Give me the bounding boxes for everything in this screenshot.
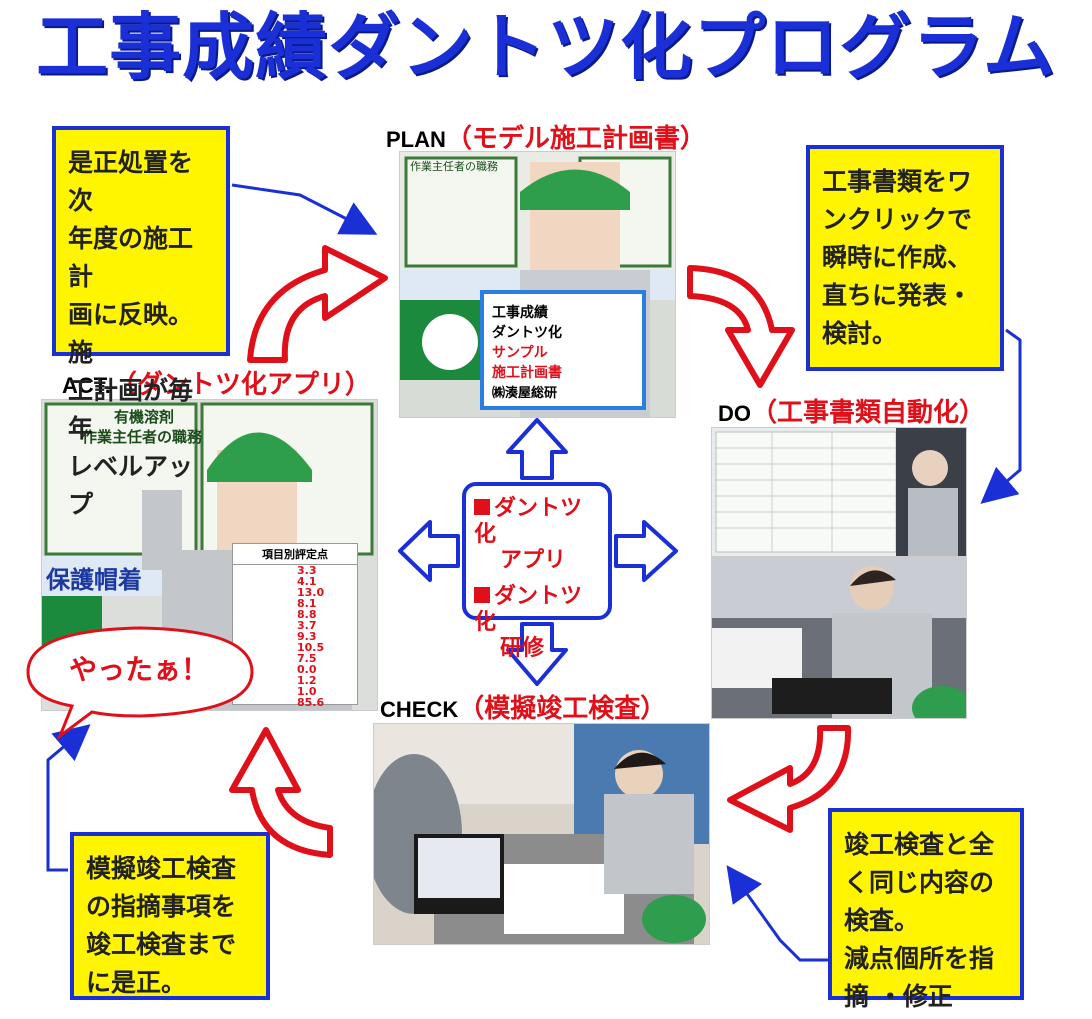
plan-sign-text: 作業主任者の職務	[410, 160, 498, 173]
act-banner: 保護帽着	[46, 566, 142, 594]
note-bottom-right: 竣工検査と全 く同じ内容の 検査。 減点個所を指 摘 ・修正	[828, 808, 1024, 1011]
note-top-right: 工事書類をワ ンクリックで 瞬時に作成、 直ちに発表・ 検討。	[806, 145, 1004, 371]
act-sign-line: 作業主任者の職務	[82, 428, 203, 446]
act-sign-line: 有機溶剤	[114, 408, 175, 426]
red-arrow-check-to-act	[229, 727, 333, 858]
note-line: 減点個所を指	[844, 944, 995, 973]
note-line: 工計画が毎年	[68, 376, 194, 443]
score-value: 1.0	[297, 685, 317, 698]
do-label-jp: （工事書類自動化）	[751, 398, 986, 428]
center-item-app: ダントツ化 アプリ	[474, 496, 600, 574]
score-value: 3.7	[297, 619, 317, 632]
score-value: 1.2	[297, 674, 317, 687]
score-value: 0.0	[297, 663, 317, 676]
check-label-en: CHECK	[380, 697, 459, 722]
score-value: 10.5	[297, 641, 325, 654]
do-photo-top	[712, 428, 966, 556]
plan-label: PLAN（モデル施工計画書）	[386, 118, 706, 155]
note-line: 摘 ・修正	[844, 982, 953, 1011]
speech-bubble: やったぁ！	[32, 630, 246, 712]
center-item-line: ダントツ化	[474, 496, 583, 547]
note-line: 瞬時に作成、	[822, 243, 973, 272]
page-title: 工事成績ダントツ化プログラム	[36, 5, 1056, 89]
do-label: DO（工事書類自動化）	[718, 392, 985, 429]
note-line: レベルアップ	[68, 452, 194, 519]
score-value: 13.0	[297, 586, 325, 599]
score-value: 8.8	[297, 608, 317, 621]
note-line: 画に反映。施	[68, 300, 194, 367]
red-arrow-do-to-check	[727, 725, 852, 833]
note-line: に是正。	[86, 968, 187, 997]
act-label: ACT.（ダントツ化アプリ）	[62, 364, 371, 401]
score-value: 4.1	[297, 575, 317, 588]
check-label-jp: （模擬竣工検査）	[458, 694, 667, 724]
blue-arrow-down	[506, 622, 568, 686]
score-value: 7.5	[297, 652, 317, 665]
speech-text: やったぁ！	[68, 653, 209, 686]
do-photo-bottom-illustration	[712, 558, 966, 718]
note-line: く同じ内容の	[844, 868, 995, 897]
do-label-en: DO	[718, 401, 751, 426]
note-line: 是正処置を次	[68, 148, 194, 215]
act-label-en: ACT.	[62, 373, 111, 398]
score-value: 9.3	[297, 630, 317, 643]
connector-top-left	[231, 183, 378, 235]
plan-label-jp: （モデル施工計画書）	[445, 124, 706, 154]
center-item-training: ダントツ化 研修	[474, 584, 600, 662]
red-arrow-act-to-plan	[247, 245, 388, 363]
score-value: 3.3	[297, 564, 317, 577]
do-photo-bottom	[712, 558, 966, 718]
check-photo-illustration	[374, 724, 709, 944]
blue-arrow-up	[506, 418, 568, 480]
note-line: 年度の施工計	[68, 224, 194, 291]
plan-photo: 工事成績 ダントツ化 サンプル 施工計画書 ㈱湊屋総研 作業主任者の職務	[400, 152, 675, 417]
blue-arrow-right	[614, 520, 678, 582]
score-value: 8.1	[297, 597, 317, 610]
note-line: 竣工検査まで	[86, 930, 237, 959]
note-line: 検査。	[844, 906, 920, 935]
binder-line: ㈱湊屋総研	[492, 386, 558, 401]
blue-arrow-left	[398, 520, 460, 582]
score-value: 85.6	[297, 696, 325, 709]
note-line: 検討。	[822, 319, 898, 348]
check-label: CHECK（模擬竣工検査）	[380, 688, 666, 725]
center-box: ダントツ化 アプリ ダントツ化 研修	[462, 482, 612, 661]
red-arrow-plan-to-do	[687, 265, 795, 388]
act-label-jp: （ダントツ化アプリ）	[110, 370, 371, 400]
bullet-square-icon	[474, 587, 490, 603]
plan-label-en: PLAN	[386, 127, 446, 152]
center-item-line: アプリ	[500, 548, 567, 573]
center-item-line: 研修	[500, 636, 545, 661]
connector-bottom-right	[726, 865, 828, 962]
note-line: 模擬竣工検査	[86, 854, 237, 883]
binder-line: 工事成績	[492, 305, 548, 321]
note-line: 工事書類をワ	[822, 167, 973, 196]
note-top-left: 是正処置を次 年度の施工計 画に反映。施 工計画が毎年 レベルアップ	[52, 126, 230, 519]
note-line: 竣工検査と全	[844, 830, 995, 859]
binder-line: ダントツ化	[492, 325, 562, 341]
note-line: の指摘事項を	[86, 892, 237, 921]
binder-line: 施工計画書	[492, 365, 562, 381]
note-line: ンクリックで	[822, 205, 973, 234]
do-photo-top-illustration	[712, 428, 966, 556]
bullet-square-icon	[474, 499, 490, 515]
connector-bottom-left	[46, 724, 91, 872]
score-card-title: 項目別評定点	[233, 544, 357, 565]
connector-top-right	[980, 328, 1022, 504]
note-bottom-left: 模擬竣工検査 の指摘事項を 竣工検査まで に是正。	[70, 832, 270, 1000]
speech-bubble-shape	[26, 626, 254, 741]
note-line: 直ちに発表・	[822, 281, 973, 310]
check-photo	[374, 724, 709, 944]
center-item-line: ダントツ化	[474, 584, 583, 635]
binder-line: サンプル	[492, 345, 548, 361]
